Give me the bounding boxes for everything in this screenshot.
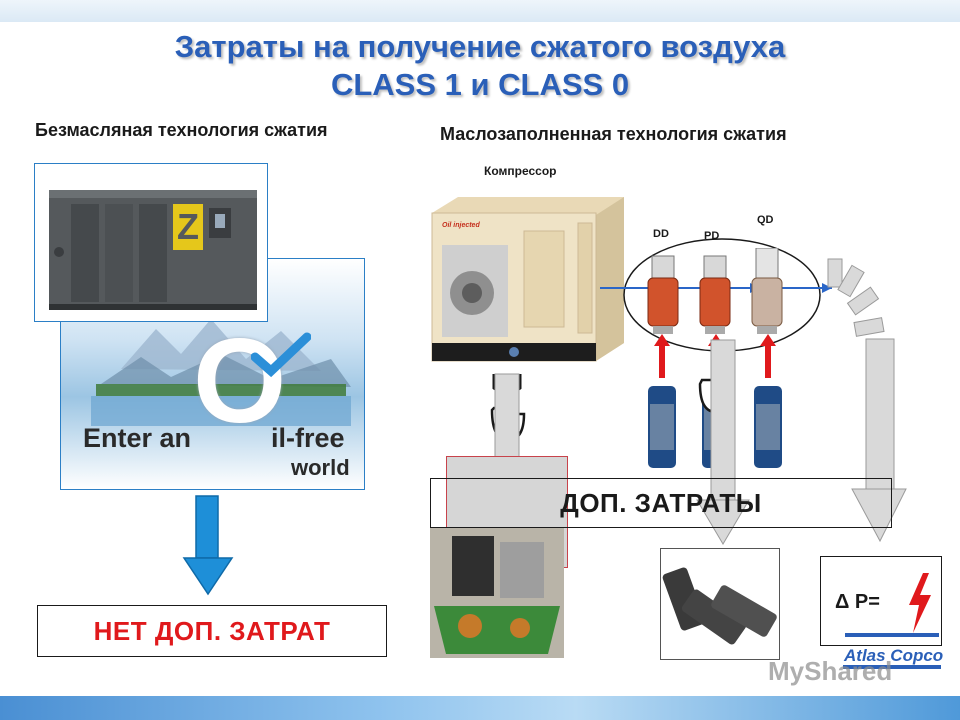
z-compressor-picture bbox=[35, 164, 267, 321]
myshared-watermark: MyShared bbox=[768, 656, 893, 686]
z-logo: Z bbox=[173, 204, 203, 250]
top-bar bbox=[0, 0, 960, 22]
pd-filter-housing bbox=[699, 255, 731, 334]
atlas-copco-logo: Atlas Copco bbox=[844, 646, 944, 665]
brand-underline bbox=[843, 665, 941, 669]
filter-label-qd: QD bbox=[757, 214, 774, 226]
element-cartridge-1 bbox=[648, 386, 676, 468]
pressure-drop-label: Δ P= bbox=[835, 591, 880, 613]
checkmark-icon bbox=[251, 332, 311, 378]
oil-waste-picture bbox=[430, 528, 564, 658]
z-compressor-image: Z bbox=[34, 163, 268, 322]
oil-injected-plate: Oil injected bbox=[442, 222, 480, 229]
bottom-bar bbox=[0, 696, 960, 720]
title-line-2: CLASS 1 и CLASS 0 bbox=[330, 67, 630, 102]
brand-stripe bbox=[845, 633, 939, 637]
dd-filter-housing bbox=[647, 255, 679, 334]
pressure-drop-box: Δ P= bbox=[820, 556, 942, 646]
oil-injected-compressor bbox=[431, 197, 624, 362]
oil-free-heading: Безмасляная технология сжатия bbox=[35, 120, 328, 140]
no-extra-cost-box: НЕТ ДОП. ЗАТРАТ bbox=[37, 605, 387, 657]
filter-label-pd: PD bbox=[704, 230, 720, 242]
grey-arrow-pressure bbox=[827, 258, 907, 543]
lightning-icon bbox=[909, 573, 931, 633]
extra-cost-box: ДОП. ЗАТРАТЫ bbox=[430, 478, 892, 528]
big-o-letter: O bbox=[193, 314, 287, 448]
grey-arrow-elements bbox=[696, 339, 750, 545]
ad-world: world bbox=[291, 455, 350, 480]
used-elements-picture bbox=[662, 567, 777, 645]
compressor-label: Компрессор bbox=[484, 164, 557, 178]
ad-oil-free: il-free bbox=[271, 423, 345, 453]
slide-title: Затраты на получение сжатого воздуха CLA… bbox=[0, 28, 960, 104]
element-cartridge-3 bbox=[754, 386, 782, 468]
oil-injected-heading: Маслозаполненная технология сжатия bbox=[440, 124, 787, 144]
filter-label-dd: DD bbox=[653, 228, 669, 240]
ad-enter-an: Enter an bbox=[83, 423, 192, 453]
title-line-1: Затраты на получение сжатого воздуха bbox=[174, 29, 786, 64]
used-elements-image bbox=[660, 548, 780, 660]
blue-down-arrow bbox=[182, 495, 234, 596]
qd-filter-housing bbox=[751, 248, 783, 334]
filter-housings bbox=[647, 248, 783, 334]
